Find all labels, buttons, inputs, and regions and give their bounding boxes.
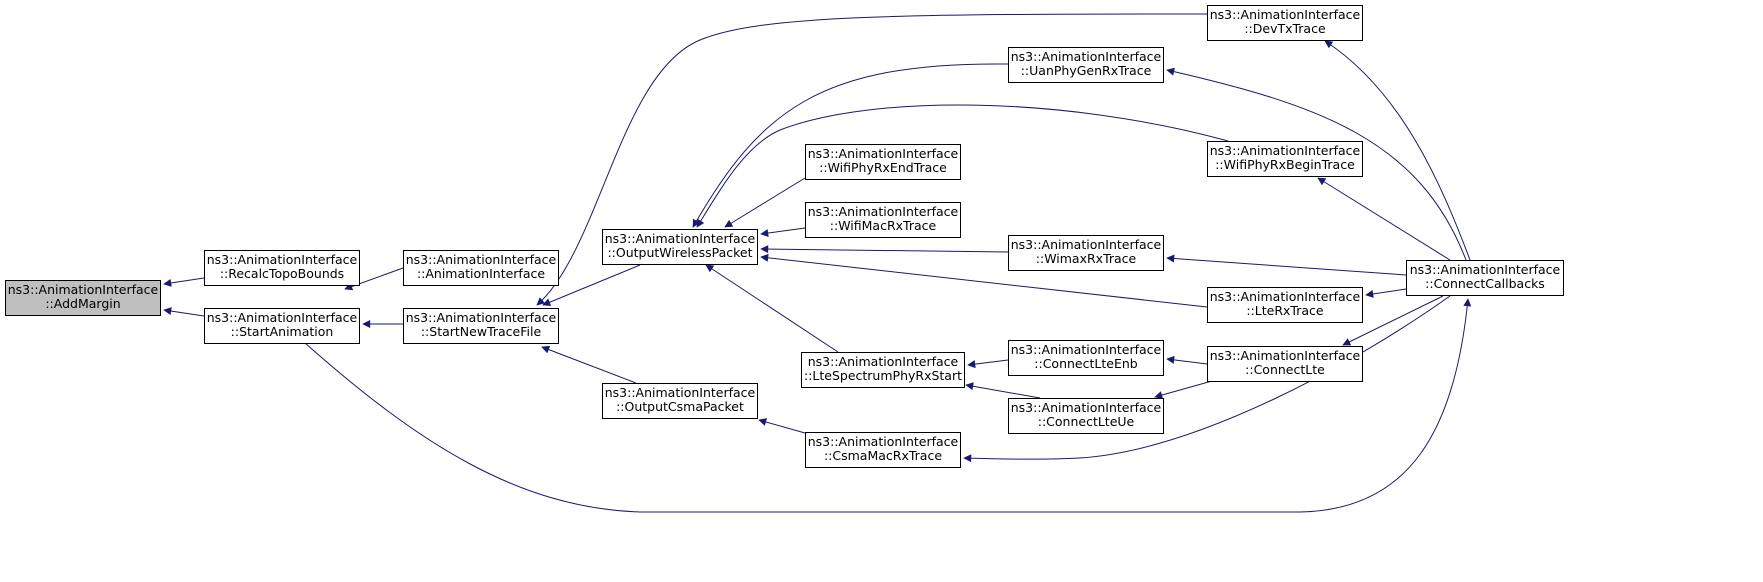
- node-wifi-mac-rx-trace[interactable]: ns3::AnimationInterface ::WifiMacRxTrace: [805, 202, 961, 238]
- node-connect-callbacks-line1: ns3::AnimationInterface: [1409, 262, 1561, 277]
- node-output-csma-packet[interactable]: ns3::AnimationInterface ::OutputCsmaPack…: [602, 383, 758, 419]
- node-connect-lte-line2: ::ConnectLte: [1245, 362, 1325, 377]
- node-csma-mac-rx-trace[interactable]: ns3::AnimationInterface ::CsmaMacRxTrace: [805, 432, 961, 468]
- node-output-csma-packet-line2: ::OutputCsmaPacket: [616, 399, 744, 414]
- edge-uan-phy-gen-rx-trace-to-output-wireless-packet: [692, 63, 1009, 228]
- node-lte-spectrum-phy-rx-start-line2: ::LteSpectrumPhyRxStart: [803, 368, 963, 383]
- node-add-margin-line1: ns3::AnimationInterface: [7, 282, 159, 297]
- edge-lte-rx-trace-to-output-wireless-packet: [760, 253, 1208, 308]
- node-animation-interface-line2: ::AnimationInterface: [416, 266, 546, 281]
- edge-start-animation-to-add-margin: [163, 307, 205, 317]
- node-wifi-phy-rx-begin-trace-line2: ::WifiPhyRxBeginTrace: [1215, 157, 1355, 172]
- node-recalc-topo-bounds[interactable]: ns3::AnimationInterface ::RecalcTopoBoun…: [204, 250, 360, 286]
- node-wifi-phy-rx-end-trace-line2: ::WifiPhyRxEndTrace: [819, 160, 947, 175]
- node-csma-mac-rx-trace-line1: ns3::AnimationInterface: [807, 434, 959, 449]
- edge-output-wireless-packet-to-start-new-trace-file: [542, 264, 641, 306]
- node-lte-rx-trace-line1: ns3::AnimationInterface: [1209, 289, 1361, 304]
- node-wifi-mac-rx-trace-line1: ns3::AnimationInterface: [807, 204, 959, 219]
- node-connect-lte[interactable]: ns3::AnimationInterface ::ConnectLte: [1207, 346, 1363, 382]
- node-connect-lte-ue-line2: ::ConnectLteUe: [1037, 414, 1135, 429]
- node-connect-lte-enb[interactable]: ns3::AnimationInterface ::ConnectLteEnb: [1008, 340, 1164, 376]
- edge-connect-callbacks-to-start-animation: [304, 298, 1472, 513]
- node-wimax-rx-trace-line2: ::WimaxRxTrace: [1035, 251, 1137, 266]
- node-dev-tx-trace-line2: ::DevTxTrace: [1244, 21, 1326, 36]
- edge-connect-lte-enb-to-lte-spectrum-phy-rx-start: [967, 359, 1009, 369]
- node-recalc-topo-bounds-line2: ::RecalcTopoBounds: [219, 266, 345, 281]
- node-lte-spectrum-phy-rx-start-line1: ns3::AnimationInterface: [807, 354, 959, 369]
- edge-connect-callbacks-to-uan-phy-gen-rx-trace: [1166, 67, 1467, 261]
- edge-wifi-phy-rx-begin-trace-to-output-wireless-packet: [696, 104, 1229, 228]
- node-start-animation-line2: ::StartAnimation: [230, 324, 334, 339]
- node-animation-interface-line1: ns3::AnimationInterface: [405, 252, 557, 267]
- node-wifi-phy-rx-end-trace-line1: ns3::AnimationInterface: [807, 146, 959, 161]
- node-add-margin-line2: ::AddMargin: [45, 296, 121, 311]
- node-connect-lte-enb-line1: ns3::AnimationInterface: [1010, 342, 1162, 357]
- node-wimax-rx-trace-line1: ns3::AnimationInterface: [1010, 237, 1162, 252]
- node-recalc-topo-bounds-line1: ns3::AnimationInterface: [206, 252, 358, 267]
- node-uan-phy-gen-rx-trace-line1: ns3::AnimationInterface: [1010, 49, 1162, 64]
- node-connect-lte-ue[interactable]: ns3::AnimationInterface ::ConnectLteUe: [1008, 398, 1164, 434]
- node-wimax-rx-trace[interactable]: ns3::AnimationInterface ::WimaxRxTrace: [1008, 235, 1164, 271]
- node-connect-callbacks-line2: ::ConnectCallbacks: [1425, 276, 1545, 291]
- node-uan-phy-gen-rx-trace-line2: ::UanPhyGenRxTrace: [1020, 63, 1152, 78]
- edge-connect-callbacks-to-wifi-phy-rx-begin-trace: [1317, 177, 1451, 261]
- node-lte-rx-trace[interactable]: ns3::AnimationInterface ::LteRxTrace: [1207, 287, 1363, 323]
- edge-connect-lte-to-connect-lte-enb: [1166, 355, 1208, 365]
- node-start-new-trace-file-line2: ::StartNewTraceFile: [420, 324, 542, 339]
- node-start-new-trace-file[interactable]: ns3::AnimationInterface ::StartNewTraceF…: [403, 308, 559, 344]
- edge-recalc-topo-bounds-to-add-margin: [163, 277, 205, 287]
- edge-wifi-phy-rx-end-trace-to-output-wireless-packet: [724, 177, 806, 228]
- edge-csma-mac-rx-trace-to-output-csma-packet: [758, 418, 806, 434]
- edge-wifi-mac-rx-trace-to-output-wireless-packet: [760, 227, 806, 237]
- node-connect-lte-line1: ns3::AnimationInterface: [1209, 348, 1361, 363]
- edge-dev-tx-trace-to-start-new-trace-file: [536, 13, 1208, 306]
- edge-connect-lte-ue-to-lte-spectrum-phy-rx-start: [965, 382, 1041, 399]
- edge-connect-callbacks-to-connect-lte: [1342, 295, 1444, 346]
- node-uan-phy-gen-rx-trace[interactable]: ns3::AnimationInterface ::UanPhyGenRxTra…: [1008, 47, 1164, 83]
- node-wifi-phy-rx-end-trace[interactable]: ns3::AnimationInterface ::WifiPhyRxEndTr…: [805, 144, 961, 180]
- node-wifi-mac-rx-trace-line2: ::WifiMacRxTrace: [829, 218, 937, 233]
- node-start-new-trace-file-line1: ns3::AnimationInterface: [405, 310, 557, 325]
- node-output-csma-packet-line1: ns3::AnimationInterface: [604, 385, 756, 400]
- node-wifi-phy-rx-begin-trace[interactable]: ns3::AnimationInterface ::WifiPhyRxBegin…: [1207, 141, 1363, 177]
- node-output-wireless-packet-line2: ::OutputWirelessPacket: [607, 245, 753, 260]
- edge-lte-spectrum-phy-rx-start-to-output-wireless-packet: [705, 264, 839, 353]
- edge-connect-lte-to-connect-lte-ue: [1154, 380, 1213, 399]
- node-dev-tx-trace-line1: ns3::AnimationInterface: [1209, 7, 1361, 22]
- node-add-margin: ns3::AnimationInterface ::AddMargin: [5, 280, 161, 316]
- node-wifi-phy-rx-begin-trace-line1: ns3::AnimationInterface: [1209, 143, 1361, 158]
- edge-connect-callbacks-to-lte-rx-trace: [1365, 288, 1407, 298]
- node-lte-rx-trace-line2: ::LteRxTrace: [1246, 303, 1324, 318]
- node-lte-spectrum-phy-rx-start[interactable]: ns3::AnimationInterface ::LteSpectrumPhy…: [801, 352, 965, 388]
- node-start-animation[interactable]: ns3::AnimationInterface ::StartAnimation: [204, 308, 360, 344]
- node-start-animation-line1: ns3::AnimationInterface: [206, 310, 358, 325]
- edge-connect-callbacks-to-wimax-rx-trace: [1166, 254, 1407, 276]
- node-output-wireless-packet[interactable]: ns3::AnimationInterface ::OutputWireless…: [602, 229, 758, 265]
- node-output-wireless-packet-line1: ns3::AnimationInterface: [604, 231, 756, 246]
- edge-connect-callbacks-to-dev-tx-trace: [1324, 40, 1471, 261]
- edge-connect-callbacks-to-csma-mac-rx-trace: [963, 295, 1451, 463]
- node-connect-callbacks[interactable]: ns3::AnimationInterface ::ConnectCallbac…: [1406, 260, 1564, 296]
- edge-wimax-rx-trace-to-output-wireless-packet: [760, 245, 1009, 254]
- node-csma-mac-rx-trace-line2: ::CsmaMacRxTrace: [823, 448, 943, 463]
- node-connect-lte-ue-line1: ns3::AnimationInterface: [1010, 400, 1162, 415]
- node-connect-lte-enb-line2: ::ConnectLteEnb: [1034, 356, 1138, 371]
- node-animation-interface[interactable]: ns3::AnimationInterface ::AnimationInter…: [403, 250, 559, 286]
- edge-output-csma-packet-to-start-new-trace-file: [541, 345, 637, 384]
- node-dev-tx-trace[interactable]: ns3::AnimationInterface ::DevTxTrace: [1207, 5, 1363, 41]
